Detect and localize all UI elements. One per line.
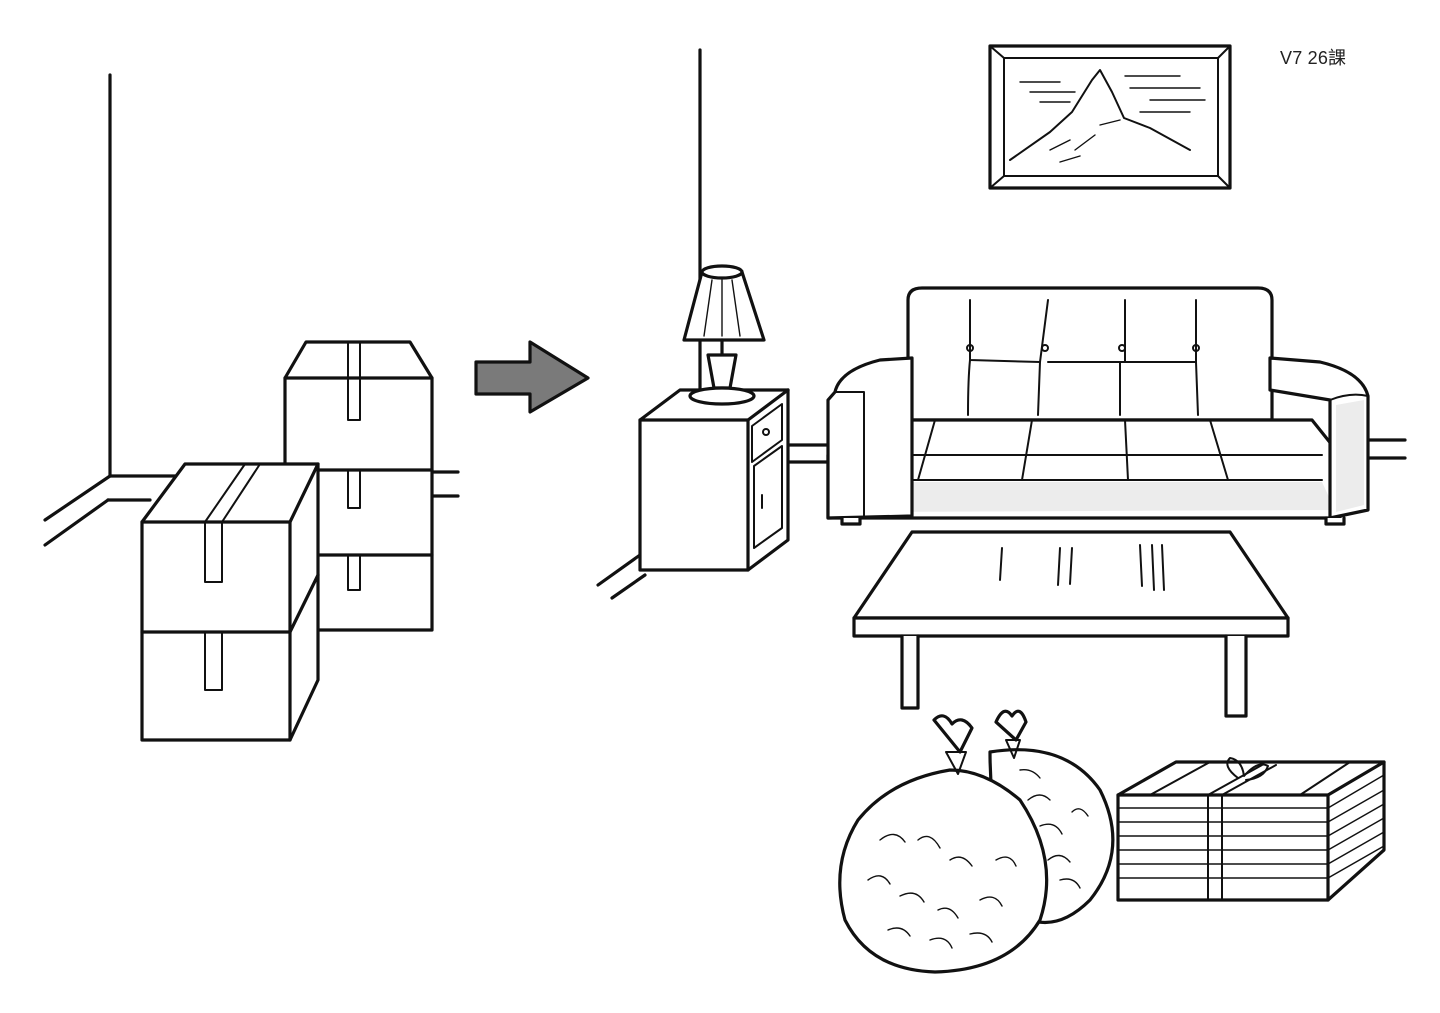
table-lamp (682, 264, 766, 406)
garbage-bag-front (838, 714, 1049, 974)
coffee-table (852, 530, 1290, 718)
arrow-right-icon (474, 340, 590, 414)
box-stack-front (140, 462, 320, 742)
newspaper-bundle (1116, 757, 1386, 902)
left-room (43, 73, 460, 547)
right-room (596, 48, 1407, 600)
sofa (826, 286, 1370, 526)
lesson-label: V7 26課 (1280, 48, 1347, 68)
nightstand (638, 388, 790, 572)
framed-mountain-picture (988, 44, 1232, 190)
